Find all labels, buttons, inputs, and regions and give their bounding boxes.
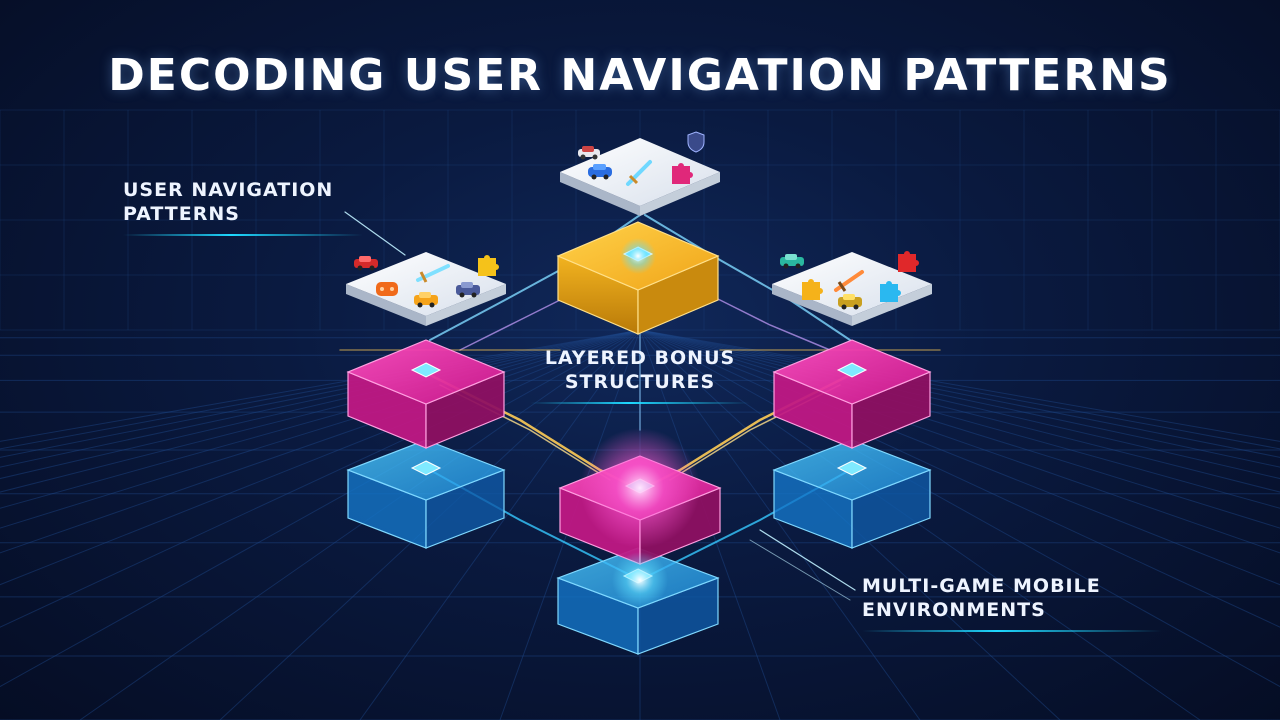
label-layered-bonus-structures: LAYERED BONUS STRUCTURES xyxy=(530,346,750,404)
puzzle-piece-icon xyxy=(880,281,901,302)
circuit-line xyxy=(644,214,851,341)
magenta-bonus-layer-left-node xyxy=(410,362,442,378)
sword-icon xyxy=(626,160,652,186)
white-game-tile-left-right-face xyxy=(426,284,506,326)
race-car-icon xyxy=(414,292,438,308)
label-line: ENVIRONMENTS xyxy=(862,599,1046,621)
race-car-icon xyxy=(456,282,480,298)
base-glow xyxy=(612,552,668,608)
controller-icon xyxy=(376,282,398,296)
race-car-icon xyxy=(780,254,804,269)
label-line: PATTERNS xyxy=(123,203,240,225)
grid-line xyxy=(639,329,1280,450)
white-game-tile-top-right-face xyxy=(640,172,720,216)
grid-line xyxy=(639,329,1280,688)
grid-line xyxy=(639,329,1280,468)
grid-line xyxy=(0,329,641,688)
grid-line xyxy=(0,329,641,458)
label-multi-game-mobile-environments: MULTI-GAME MOBILE ENVIRONMENTS xyxy=(862,574,1162,632)
grid-line xyxy=(639,329,1201,720)
magenta-bonus-layer-right-node xyxy=(836,362,868,378)
grid-line xyxy=(639,329,1280,458)
label-underline xyxy=(123,234,363,236)
puzzle-piece-icon xyxy=(478,255,499,276)
blue-base-layer-left-node xyxy=(410,460,442,476)
grid-line xyxy=(639,329,1280,442)
leader-line-multigame xyxy=(759,529,856,591)
label-underline xyxy=(530,402,750,404)
grid-line xyxy=(0,329,641,468)
white-game-tile-right-right-face xyxy=(852,284,932,326)
leader-line-navigation xyxy=(344,211,406,256)
grid-line xyxy=(0,329,641,442)
race-car-icon xyxy=(354,256,378,271)
leader-line-multigame xyxy=(749,539,851,601)
page-title: DECODING USER NAVIGATION PATTERNS xyxy=(108,50,1172,101)
core-glow xyxy=(580,428,700,548)
game-icons xyxy=(354,131,919,310)
white-game-tile-left-left-face xyxy=(346,284,426,326)
blue-base-layer-right-node xyxy=(836,460,868,476)
white-game-tile-left-top-face xyxy=(346,252,506,316)
label-user-navigation-patterns: USER NAVIGATION PATTERNS xyxy=(123,178,363,236)
grid-line xyxy=(0,329,641,450)
shield-icon xyxy=(687,131,705,153)
grid-line xyxy=(639,329,921,720)
grid-line xyxy=(79,329,641,720)
label-underline xyxy=(862,630,1162,632)
label-line: USER NAVIGATION xyxy=(123,179,334,201)
label-line: STRUCTURES xyxy=(564,371,716,393)
race-car-icon xyxy=(578,146,600,160)
grid-line xyxy=(359,329,641,720)
race-car-icon xyxy=(588,164,612,180)
label-line: MULTI-GAME MOBILE xyxy=(862,575,1101,597)
puzzle-piece-icon xyxy=(672,163,693,184)
gold-node-glow xyxy=(620,238,656,274)
sword-icon xyxy=(834,270,864,292)
race-car-icon xyxy=(838,294,862,310)
white-game-tile-right-left-face xyxy=(772,284,852,326)
sword-icon xyxy=(416,264,450,283)
puzzle-piece-icon xyxy=(898,251,919,272)
label-line: LAYERED BONUS xyxy=(544,347,736,369)
puzzle-piece-icon xyxy=(802,279,823,300)
white-game-tile-top-left-face xyxy=(560,172,640,216)
